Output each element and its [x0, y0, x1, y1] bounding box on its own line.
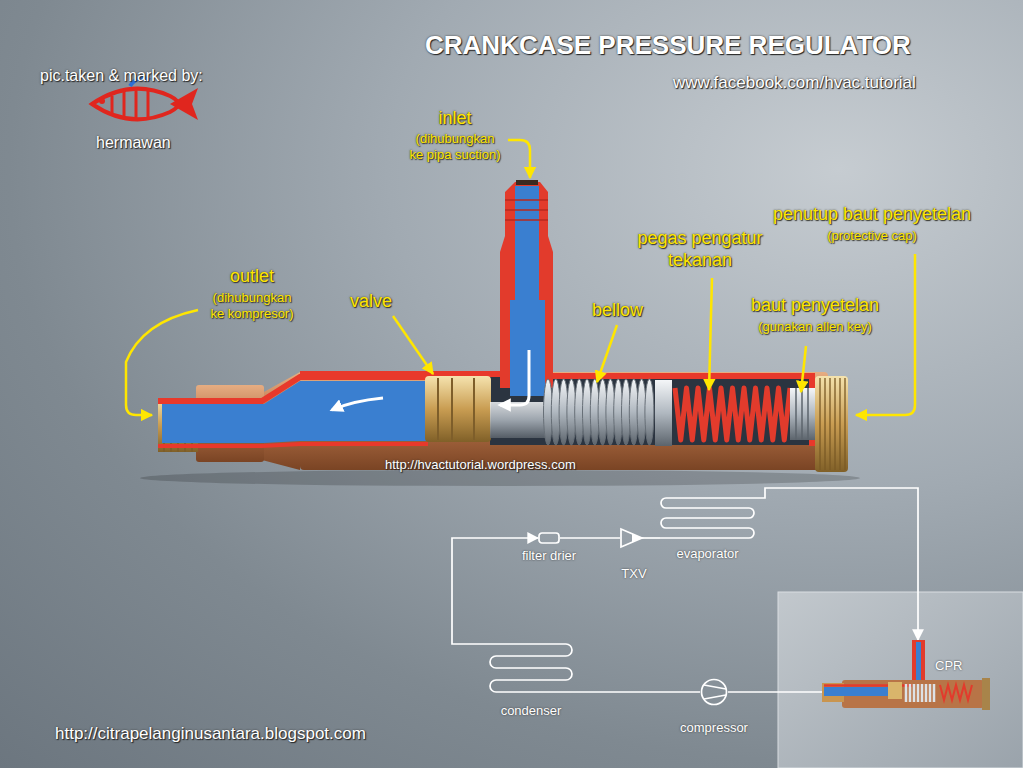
filter-drier-symbol-outline	[538, 532, 560, 544]
bellows	[645, 379, 654, 445]
inset-photo	[778, 592, 1023, 768]
evaporator-coil: evaporator	[660, 494, 755, 542]
part-note: (protective cap)	[758, 228, 986, 244]
leader-lines	[126, 310, 198, 415]
cpr-photo-part	[906, 684, 934, 702]
txv-symbol-part	[632, 534, 642, 543]
leader-lines	[856, 254, 915, 415]
watermark: http://hvactutorial.wordpress.com	[385, 457, 576, 473]
cpr-photo-part	[888, 682, 902, 699]
part-name: baut penyetelan	[735, 295, 895, 317]
part-name: penutup baut penyetelan	[758, 204, 986, 226]
diagram-title: CRANKCASE PRESSURE REGULATOR	[425, 30, 911, 62]
txv-symbol: TXV	[620, 528, 648, 548]
logo-fish	[170, 88, 198, 120]
cpr-photo-part	[912, 640, 925, 686]
flow-arrows	[332, 350, 529, 410]
evaporator-coil-outline	[660, 494, 755, 542]
leader-lines	[126, 140, 915, 415]
refrigerant-line	[728, 691, 822, 693]
leader-lines	[709, 278, 712, 390]
cutaway-section	[553, 376, 812, 446]
leader-lines	[801, 346, 806, 392]
condenser-coil-part	[490, 644, 572, 692]
inlet-pipe	[500, 180, 553, 396]
compressor-symbol-part	[702, 680, 727, 705]
txv-symbol-outline	[620, 528, 648, 548]
pressure-spring	[796, 388, 808, 440]
valve-body	[140, 372, 860, 486]
filter-drier-symbol-part	[539, 533, 559, 543]
inlet-pipe	[516, 180, 538, 185]
watermark: http://citrapelanginusantara.blogspot.co…	[55, 724, 366, 745]
inlet-pipe	[515, 186, 539, 306]
part-note: (gunakan allen key)	[735, 319, 895, 335]
valve-seat	[438, 378, 474, 440]
component-label: TXV	[621, 566, 646, 581]
refrigerant-line	[648, 537, 660, 539]
valve-body	[140, 470, 860, 486]
refrigerant-line	[755, 488, 918, 640]
refrigerant-line	[560, 537, 620, 539]
pressure-spring	[790, 388, 815, 440]
txv-symbol-part	[621, 529, 642, 547]
cpr-photo-outline	[822, 640, 990, 714]
component-label: condenser	[501, 703, 562, 718]
component-label: CPR	[935, 658, 962, 673]
valve-seat	[490, 402, 548, 438]
logo-fish	[92, 78, 198, 120]
condenser-coil: condenser	[490, 638, 572, 698]
pressure-spring	[655, 380, 815, 446]
valve-body	[815, 376, 848, 472]
part-name: bellow	[592, 300, 643, 322]
compressor-symbol-outline	[700, 678, 728, 706]
valve-seat	[425, 376, 491, 442]
credit-text: pic.taken & marked by:	[40, 66, 203, 86]
part-name: outlet	[192, 266, 312, 288]
logo-fish	[92, 89, 178, 120]
bellows	[544, 379, 654, 445]
inset-photo	[778, 592, 1023, 768]
cutaway-section	[158, 377, 428, 401]
leader-lines	[597, 325, 617, 382]
author-name: hermawan	[96, 133, 171, 153]
part-note: (dihubungkan ke pipa suction)	[395, 131, 515, 163]
flow-arrows	[332, 398, 383, 410]
part-name: pegas pengatur tekanan	[625, 228, 775, 272]
cpr-photo: CPR	[822, 640, 990, 714]
cutaway-section	[158, 444, 428, 446]
compressor-symbol: compressor	[700, 678, 728, 706]
component-label: compressor	[680, 720, 748, 735]
refrigerant-line	[572, 691, 700, 693]
leader-lines	[508, 140, 530, 178]
cpr-photo-part	[824, 687, 888, 696]
cutaway-section	[162, 381, 428, 443]
cpr-photo-part	[916, 642, 921, 686]
logo-fish	[112, 88, 148, 120]
pressure-spring	[675, 388, 790, 440]
web-address: www.facebook.com/hvac.tutorial	[673, 73, 916, 94]
pressure-spring	[655, 380, 672, 446]
filter-drier-symbol: filter drier	[538, 532, 560, 544]
inlet-pipe	[505, 200, 548, 220]
evaporator-coil-part	[660, 498, 755, 538]
compressor-symbol-part	[704, 685, 726, 699]
valve-body	[820, 378, 845, 470]
component-label: evaporator	[676, 546, 738, 561]
part-name: inlet	[405, 108, 505, 130]
component-label: filter drier	[522, 548, 576, 563]
leader-lines	[393, 316, 433, 374]
logo-fish	[99, 98, 105, 104]
txv-symbol-part	[642, 537, 648, 539]
cpr-photo-part	[982, 678, 990, 710]
cutaway-section	[158, 374, 812, 446]
part-note: (dihubungkan ke kompresor)	[192, 290, 312, 322]
condenser-coil-outline	[490, 638, 572, 698]
cpr-photo-part	[940, 685, 972, 700]
part-name: valve	[350, 291, 392, 313]
flow-arrows	[500, 350, 529, 405]
